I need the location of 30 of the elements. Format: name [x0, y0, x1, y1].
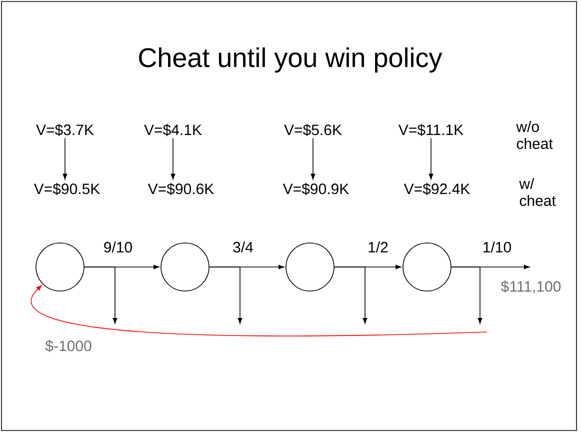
state-circle: [286, 242, 334, 292]
value-text: V=$90.5K: [34, 182, 100, 196]
state-circle: [160, 242, 210, 292]
value-text: V=$90.9K: [282, 182, 349, 196]
value-text: V=$92.4K: [404, 182, 470, 196]
branch-arrow: [209, 266, 242, 324]
value-text: V=$5.6K: [284, 124, 342, 136]
edge-label: 1/2: [366, 240, 390, 254]
loop-arrow: [30, 285, 488, 336]
value-text: V=$3.7K: [36, 124, 94, 136]
arrow: [62, 138, 68, 180]
arrow: [428, 138, 434, 180]
branch-arrow: [334, 266, 368, 324]
arrow: [310, 138, 316, 180]
state-circle: [402, 242, 452, 292]
payoff-label: $111,100: [501, 280, 561, 294]
state-circle: [36, 242, 84, 292]
edge-label: 1/10: [481, 240, 513, 254]
edge-label: 3/4: [232, 240, 254, 254]
value-text: V=$11.1K: [398, 124, 464, 136]
payoff-label: $-1000: [45, 340, 92, 352]
arrow: [170, 138, 176, 180]
branch-arrow: [451, 266, 482, 324]
value-text: V=$4.1K: [144, 124, 202, 136]
edge-label: 9/10: [102, 240, 134, 254]
note-text: w/ cheat: [519, 178, 556, 206]
branch-arrow: [84, 266, 118, 324]
value-text: V=$90.6K: [148, 182, 214, 196]
title: Cheat until you win policy: [139, 47, 442, 73]
note-text: w/o cheat: [516, 121, 553, 149]
